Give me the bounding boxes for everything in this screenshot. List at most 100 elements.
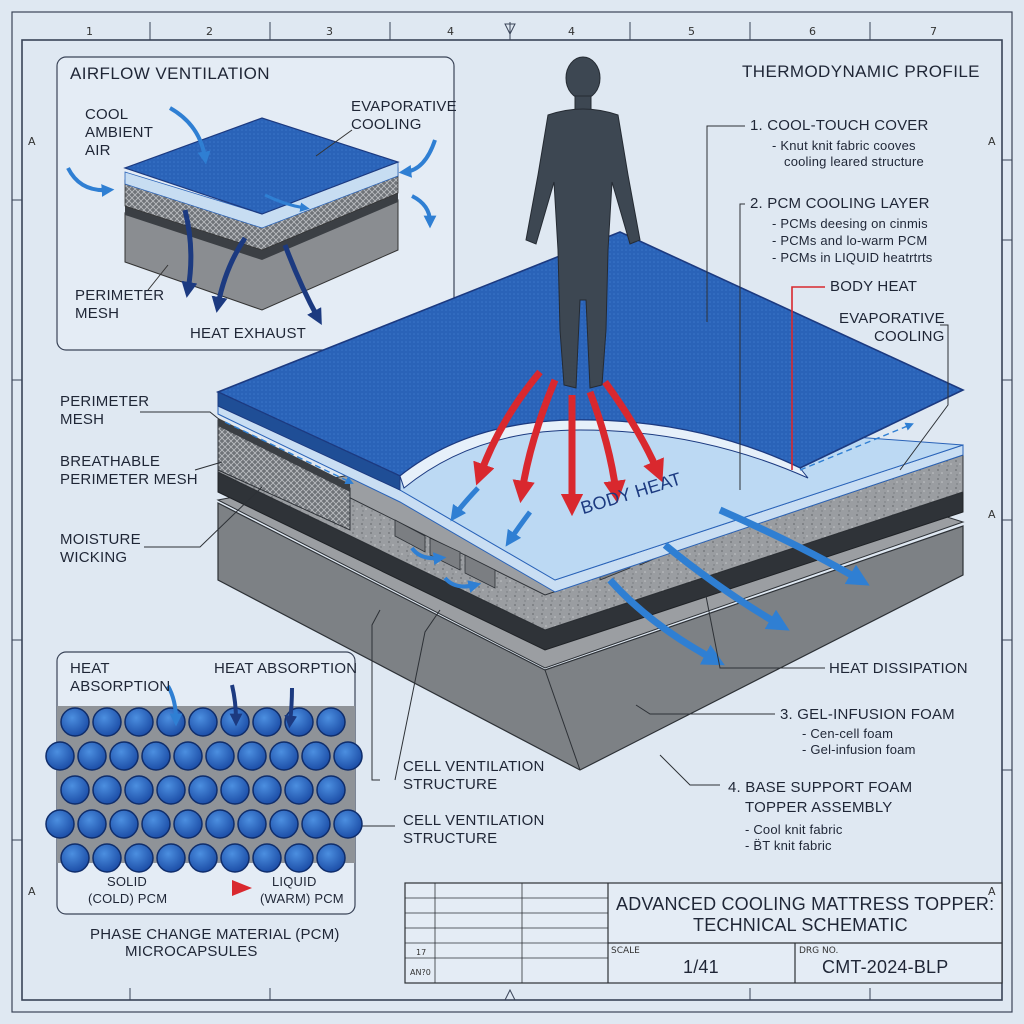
microcapsule-icon (109, 741, 139, 771)
microcapsule-icon (284, 843, 314, 873)
layer-1-note-1: - Knut knit fabric cooves (772, 138, 916, 153)
row-tick-5: A (988, 885, 996, 898)
microcapsule-icon (220, 775, 250, 805)
inset-perimeter-2: MESH (75, 305, 120, 322)
microcapsule-icon (92, 775, 122, 805)
title-block-cell-b: AN?0 (410, 968, 431, 977)
airflow-title: AIRFLOW VENTILATION (70, 64, 270, 83)
body-heat-callout: BODY HEAT (830, 278, 918, 295)
microcapsule-icon (109, 809, 139, 839)
evaporative-callout-2: COOLING (874, 328, 945, 345)
microcapsule-icon (173, 741, 203, 771)
microcapsule-icon (284, 775, 314, 805)
drawing-frame (11, 11, 1013, 1013)
gel-infusion-foam (217, 431, 964, 631)
pcm-caption-2: MICROCAPSULES (125, 943, 258, 960)
solid-pcm-1: SOLID (107, 874, 148, 889)
microcapsule-icon (316, 843, 346, 873)
microcapsule-icon (60, 775, 90, 805)
microcapsule-icon (333, 741, 363, 771)
microcapsule-icon (252, 843, 282, 873)
microcapsule-icon (156, 775, 186, 805)
breathable-label-1: BREATHABLE (60, 453, 161, 470)
col-tick-1: 1 (86, 25, 93, 38)
microcapsule-icon (252, 707, 282, 737)
moisture-label-2: WICKING (60, 549, 128, 566)
layer-1-title: 1. COOL-TOUCH COVER (750, 117, 929, 134)
layer-4-title-2: TOPPER ASSEMBLY (745, 799, 893, 816)
microcapsule-icon (141, 809, 171, 839)
layer-2-note-3: - PCMs in LIQUID heatrtrts (772, 250, 933, 265)
solid-pcm-2: (COLD) PCM (88, 891, 168, 906)
row-tick-2: A (988, 135, 996, 148)
drg-value: CMT-2024-BLP (822, 957, 949, 977)
layer-4-title-1: 4. BASE SUPPORT FOAM (728, 779, 913, 796)
perimeter-mesh-label-2: MESH (60, 411, 105, 428)
pcm-caption-1: PHASE CHANGE MATERIAL (PCM) (90, 926, 340, 943)
layer-3-note-1: - Cen-cell foam (802, 726, 894, 741)
layer-4-note-2: - B̈T knit fabric (745, 838, 832, 853)
microcapsule-icon (301, 741, 331, 771)
moisture-label-1: MOISTURE (60, 531, 141, 548)
human-figure-icon (525, 56, 641, 389)
schematic-title-1: ADVANCED COOLING MATTRESS TOPPER: (616, 894, 995, 914)
layer-2-note-2: - PCMs and lo-warm PCM (772, 233, 928, 248)
microcapsule-icon (124, 775, 154, 805)
cell-vent-label-1b: STRUCTURE (403, 776, 498, 793)
heat-absorption-left-2: ABSORPTION (70, 678, 171, 695)
cool-air-label-3: AIR (85, 142, 111, 159)
cool-air-label-2: AMBIENT (85, 124, 154, 141)
liquid-pcm-2: (WARM) PCM (260, 891, 344, 906)
microcapsule-icon (173, 809, 203, 839)
evaporative-callout-1: EVAPORATIVE (839, 310, 945, 327)
leader-lines (140, 125, 949, 827)
mattress-cutaway (215, 56, 965, 771)
profile-title: THERMODYNAMIC PROFILE (742, 62, 980, 81)
layer-2-note-1: - PCMs deesing on cinmis (772, 216, 928, 231)
col-tick-4: 4 (447, 25, 454, 38)
heat-exhaust-label: HEAT EXHAUST (190, 325, 307, 342)
microcapsule-icon (269, 741, 299, 771)
microcapsule-icon (205, 809, 235, 839)
microcapsule-icon (188, 843, 218, 873)
heat-absorption-right: HEAT ABSORPTION (214, 660, 358, 677)
microcapsule-icon (45, 809, 75, 839)
col-tick-5: 5 (688, 25, 695, 38)
heat-absorption-left-1: HEAT (70, 660, 110, 677)
microcapsule-icon (77, 741, 107, 771)
microcapsule-icon (252, 775, 282, 805)
inset-evaporative-1: EVAPORATIVE (351, 98, 457, 115)
microcapsule-icon (60, 707, 90, 737)
inset-perimeter-1: PERIMETER (75, 287, 165, 304)
microcapsule-icon (92, 843, 122, 873)
scale-label: SCALE (611, 946, 640, 956)
drg-label: DRG NO. (799, 946, 839, 956)
perimeter-mesh-label-1: PERIMETER (60, 393, 150, 410)
airflow-inset (56, 56, 455, 351)
layer-4-note-1: - Cool knit fabric (745, 822, 843, 837)
col-tick-4b: 4 (568, 25, 575, 38)
pcm-inset (45, 651, 363, 915)
microcapsule-icon (316, 775, 346, 805)
microcapsule-icon (237, 741, 267, 771)
microcapsule-icon (124, 843, 154, 873)
microcapsule-icon (188, 775, 218, 805)
scale-value: 1/41 (683, 957, 719, 977)
microcapsule-icon (45, 741, 75, 771)
microcapsule-icon (333, 809, 363, 839)
schematic-title-2: TECHNICAL SCHEMATIC (693, 915, 908, 935)
col-tick-3: 3 (326, 25, 333, 38)
microcapsule-icon (301, 809, 331, 839)
cool-air-label-1: COOL (85, 106, 129, 123)
title-block-cell-a: 17 (416, 948, 427, 957)
microcapsule-icon (92, 707, 122, 737)
microcapsule-icon (77, 809, 107, 839)
layer-3-note-2: - Gel-infusion foam (802, 742, 916, 757)
row-tick-3: A (28, 885, 36, 898)
heat-dissipation-label: HEAT DISSIPATION (829, 660, 968, 677)
microcapsule-icon (124, 707, 154, 737)
row-tick-1: A (28, 135, 36, 148)
microcapsule-icon (205, 741, 235, 771)
inset-evaporative-2: COOLING (351, 116, 422, 133)
